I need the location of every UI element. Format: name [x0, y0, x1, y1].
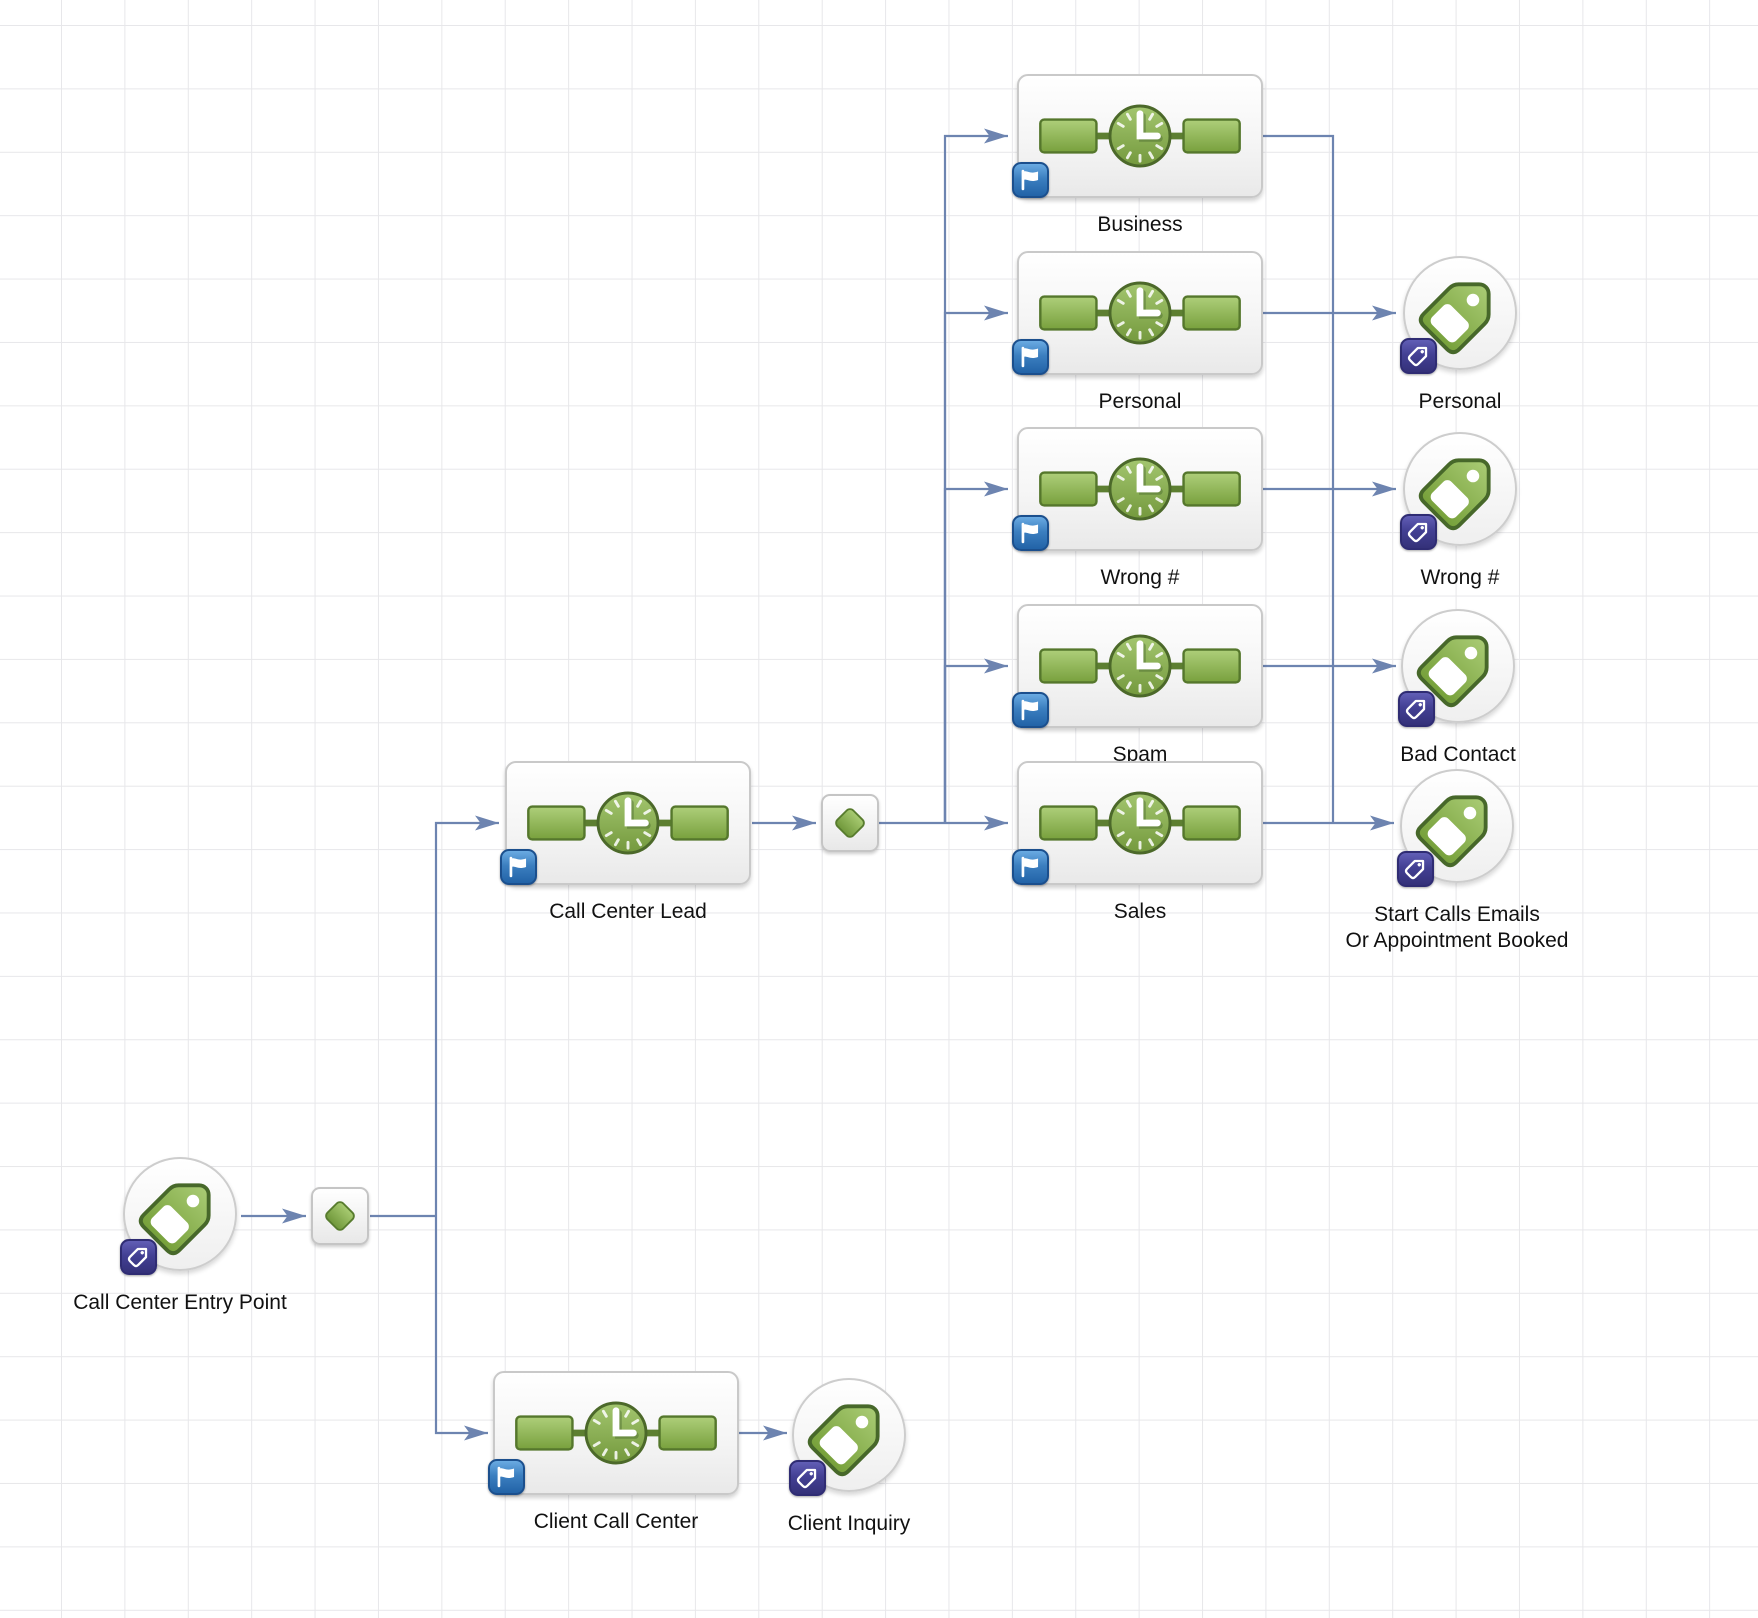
- tag-icon: [1418, 282, 1491, 355]
- connector-fanout-to-business: [943, 128, 1008, 823]
- node-label-personal-sequence: Personal: [1098, 390, 1182, 413]
- flag-badge-icon: [1012, 339, 1049, 375]
- node-bad-contact[interactable]: [1398, 609, 1515, 727]
- connector-business-down-to-start-calls-line: [1263, 134, 1335, 823]
- flag-badge-icon: [1012, 515, 1049, 551]
- tag-badge-icon: [1400, 514, 1437, 550]
- connector-fanout-to-wrong-number: [943, 481, 1008, 823]
- node-business[interactable]: [1012, 74, 1263, 198]
- diamond-icon: [325, 1201, 355, 1231]
- node-spam[interactable]: [1012, 604, 1263, 728]
- node-call-center-entry-point[interactable]: [120, 1157, 237, 1275]
- node-lead-decision[interactable]: [821, 794, 879, 852]
- node-label-sales: Sales: [1113, 900, 1167, 923]
- tag-badge-icon: [1398, 691, 1435, 727]
- node-label-start-calls-emails: Start Calls Emails Or Appointment Booked: [1345, 903, 1569, 952]
- node-label-client-inquiry: Client Inquiry: [787, 1512, 911, 1535]
- node-client-inquiry[interactable]: [789, 1378, 906, 1496]
- clock-icon: [1039, 791, 1241, 855]
- node-wrong-number-tag[interactable]: [1400, 432, 1517, 550]
- connector-fanout-to-spam: [943, 658, 1008, 823]
- tag-icon: [1416, 635, 1489, 708]
- tag-icon: [1418, 458, 1491, 531]
- node-label-call-center-lead: Call Center Lead: [549, 900, 707, 923]
- node-sales[interactable]: [1012, 761, 1263, 885]
- node-call-center-lead[interactable]: [500, 761, 751, 885]
- node-label-call-center-entry-point: Call Center Entry Point: [73, 1291, 287, 1314]
- node-label-business: Business: [1097, 213, 1183, 236]
- clock-icon: [1039, 634, 1241, 698]
- clock-icon: [1039, 457, 1241, 521]
- connector-fanout-to-personal: [943, 305, 1008, 823]
- diamond-icon: [835, 808, 865, 838]
- tag-badge-icon: [120, 1239, 157, 1275]
- flag-badge-icon: [1012, 162, 1049, 198]
- tag-icon: [138, 1183, 211, 1256]
- node-personal-tag[interactable]: [1400, 256, 1517, 374]
- node-client-call-center[interactable]: [488, 1371, 739, 1495]
- connector-branch-to-client-call-center: [434, 1216, 488, 1441]
- tag-badge-icon: [789, 1460, 826, 1496]
- clock-icon: [1039, 104, 1241, 168]
- tag-icon: [807, 1404, 880, 1477]
- flag-badge-icon: [500, 849, 537, 885]
- tag-badge-icon: [1397, 851, 1434, 887]
- node-label-bad-contact: Bad Contact: [1400, 743, 1516, 766]
- tag-badge-icon: [1400, 338, 1437, 374]
- flag-badge-icon: [1012, 849, 1049, 885]
- clock-icon: [1039, 281, 1241, 345]
- connector-branch-to-call-center-lead: [434, 815, 499, 1216]
- node-start-calls-emails[interactable]: [1397, 769, 1514, 887]
- node-label-wrong-number-sequence: Wrong #: [1100, 566, 1180, 589]
- node-wrong-number-sequence[interactable]: [1012, 427, 1263, 551]
- node-personal-sequence[interactable]: [1012, 251, 1263, 375]
- clock-icon: [527, 791, 729, 855]
- node-entry-decision[interactable]: [311, 1187, 369, 1245]
- node-label-client-call-center: Client Call Center: [533, 1510, 699, 1533]
- clock-icon: [515, 1401, 717, 1465]
- tag-icon: [1415, 795, 1488, 868]
- node-label-wrong-number-tag: Wrong #: [1420, 566, 1500, 589]
- flag-badge-icon: [488, 1459, 525, 1495]
- flag-badge-icon: [1012, 692, 1049, 728]
- node-label-personal-tag: Personal: [1418, 390, 1502, 413]
